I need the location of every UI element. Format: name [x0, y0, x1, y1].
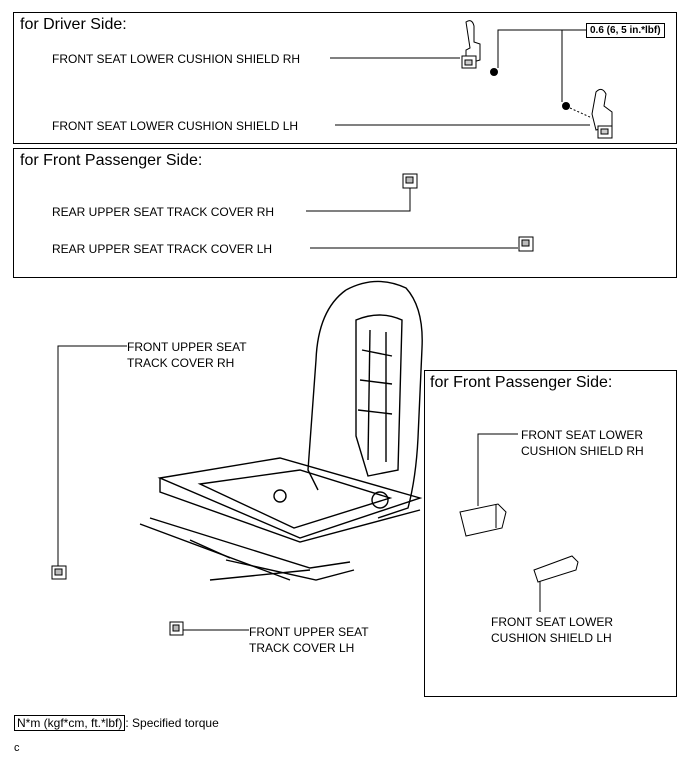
label-rear-track-cover-rh: REAR UPPER SEAT TRACK COVER RH [52, 205, 275, 219]
label-rear-track-cover-lh: REAR UPPER SEAT TRACK COVER LH [52, 242, 273, 256]
label-pass-shield-lh-1: FRONT SEAT LOWER [491, 615, 614, 629]
passenger-shield-title: for Front Passenger Side: [430, 374, 613, 391]
label-front-track-cover-rh-1: FRONT UPPER SEAT [127, 340, 247, 354]
passenger-track-title: for Front Passenger Side: [20, 152, 203, 169]
label-pass-shield-rh-1: FRONT SEAT LOWER [521, 428, 644, 442]
illustration-code: c [14, 742, 20, 754]
front-track-cover-rh-part [51, 565, 67, 580]
label-front-track-cover-lh-1: FRONT UPPER SEAT [249, 625, 369, 639]
passenger-shield-panel: for Front Passenger Side: [424, 370, 677, 697]
seat-frame [139, 280, 423, 581]
label-pass-shield-lh-2: CUSHION SHIELD LH [491, 631, 612, 645]
label-driver-shield-lh: FRONT SEAT LOWER CUSHION SHIELD LH [52, 119, 299, 133]
torque-legend-unit: N*m (kgf*cm, ft.*lbf) [14, 715, 126, 731]
label-front-track-cover-rh-2: TRACK COVER RH [127, 356, 235, 370]
label-driver-shield-rh: FRONT SEAT LOWER CUSHION SHIELD RH [52, 52, 301, 66]
label-front-track-cover-lh-2: TRACK COVER LH [249, 641, 355, 655]
front-track-cover-lh-part [169, 621, 184, 636]
torque-spec-box: 0.6 (6, 5 in.*lbf) [586, 23, 665, 38]
driver-side-title: for Driver Side: [20, 16, 127, 33]
passenger-track-panel: for Front Passenger Side: [13, 148, 677, 278]
torque-legend-text: : Specified torque [125, 716, 219, 730]
torque-legend: N*m (kgf*cm, ft.*lbf): Specified torque [14, 715, 219, 731]
label-pass-shield-rh-2: CUSHION SHIELD RH [521, 444, 644, 458]
